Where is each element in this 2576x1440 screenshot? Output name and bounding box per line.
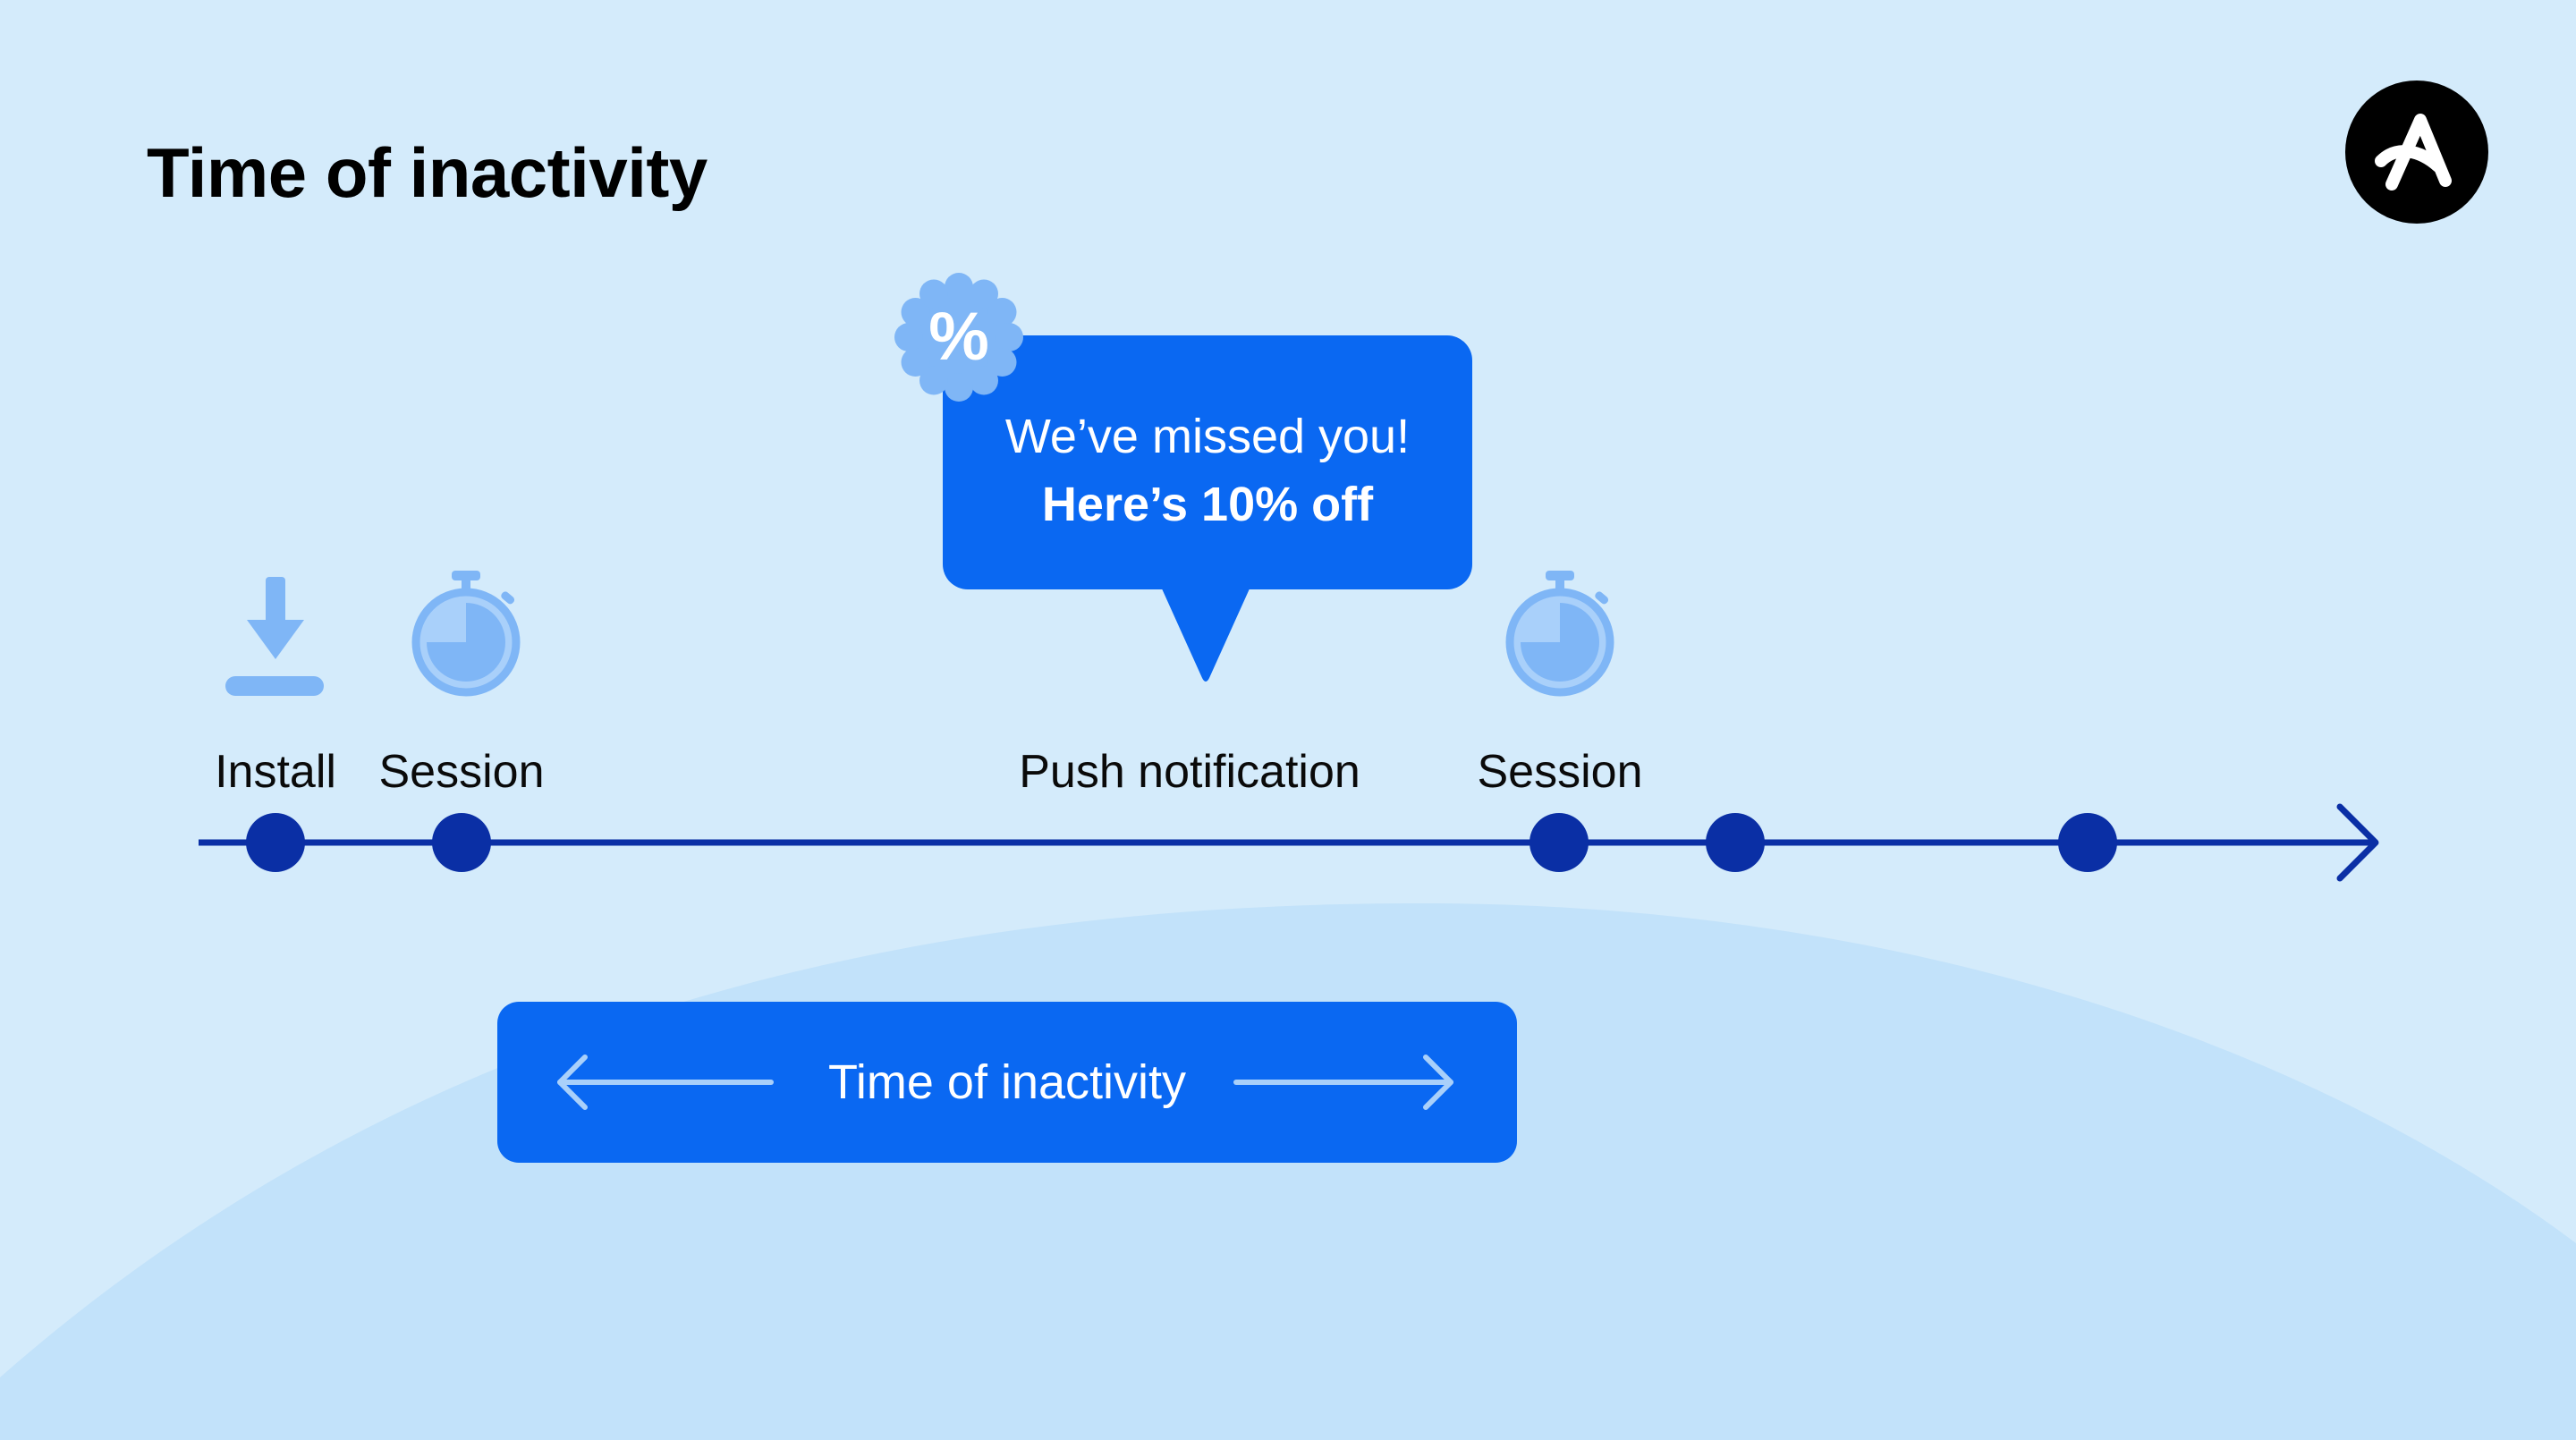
event-label-install: Install (215, 746, 336, 798)
brand-a-logo-icon (2345, 80, 2488, 224)
percent-icon: % (928, 299, 989, 375)
arrow-left-icon (557, 1055, 774, 1110)
timeline-node (2058, 813, 2117, 872)
inactivity-label: Time of inactivity (827, 1055, 1187, 1109)
badge-shape-icon (894, 273, 1023, 402)
event-label-session-2: Session (1477, 746, 1643, 798)
arrow-right-icon (1233, 1055, 1453, 1110)
speech-bubble-tail (1161, 587, 1250, 682)
inactivity-bar: Time of inactivity (497, 1002, 1517, 1163)
event-label-push-notification: Push notification (1019, 746, 1360, 798)
notification-message: We’ve missed you! (1004, 410, 1411, 463)
timeline-node (1706, 813, 1765, 872)
stopwatch-icon (411, 571, 521, 697)
event-label-session: Session (378, 746, 545, 798)
stopwatch-icon (1505, 571, 1614, 697)
timeline-node-session (432, 813, 491, 872)
discount-badge: % (893, 271, 1025, 403)
timeline-node-install (246, 813, 305, 872)
timeline-node-session-2 (1530, 813, 1589, 872)
notification-offer: Here’s 10% off (1041, 478, 1374, 531)
download-icon (225, 577, 324, 696)
page-title: Time of inactivity (147, 133, 708, 212)
push-notification-bubble: We’ve missed you! Here’s 10% off (943, 335, 1472, 589)
timeline-arrowhead (2336, 803, 2379, 882)
